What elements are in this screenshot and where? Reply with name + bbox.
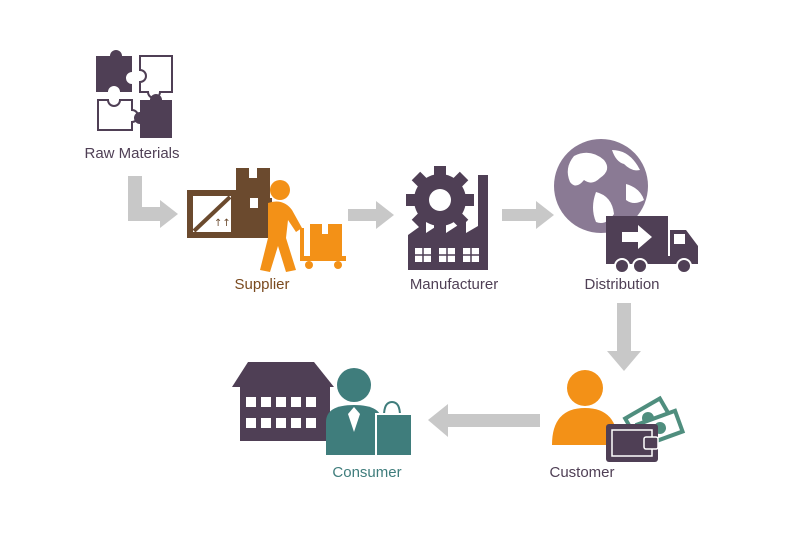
factory-gear-icon: [406, 166, 488, 270]
customer-label: Customer: [549, 464, 615, 481]
globe-truck-icon: [554, 139, 698, 274]
arrow-customer-to-consumer: [428, 404, 540, 437]
consumer-label: Consumer: [332, 464, 402, 481]
arrow-raw-to-supplier: [128, 176, 178, 228]
supplier-label: Supplier: [234, 276, 290, 293]
store-person-bag-icon: [232, 362, 413, 457]
distribution-label: Distribution: [584, 276, 660, 293]
arrow-supplier-to-manufacturer: [348, 201, 394, 229]
manufacturer-label: Manufacturer: [409, 276, 499, 293]
raw-materials-label: Raw Materials: [84, 145, 180, 162]
puzzle-pieces-icon: [96, 50, 173, 138]
worker-with-boxes-icon: ↑↑: [187, 168, 346, 272]
person-wallet-cash-icon: [552, 370, 686, 462]
arrow-distribution-to-customer: [607, 303, 641, 371]
arrow-manufacturer-to-distribution: [502, 201, 554, 229]
svg-text:↑↑: ↑↑: [214, 218, 231, 229]
